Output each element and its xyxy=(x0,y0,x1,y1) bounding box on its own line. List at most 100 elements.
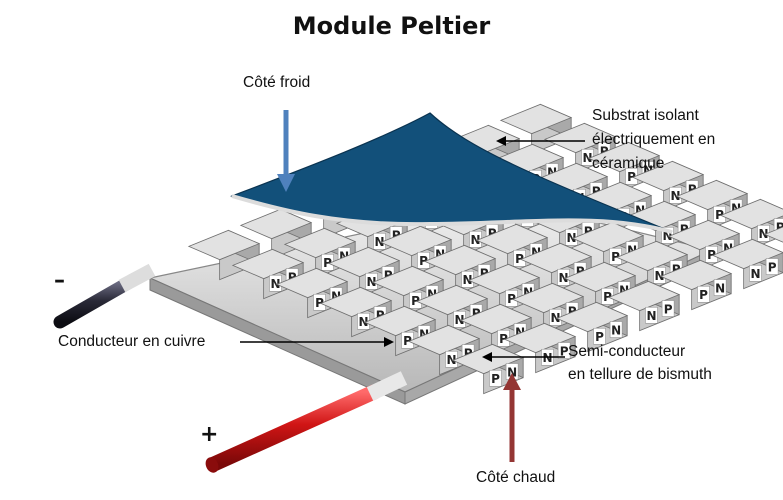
n-type-letter: N xyxy=(646,309,656,323)
pellet-top-face xyxy=(475,223,549,255)
n-type-letter: N xyxy=(715,282,725,296)
p-type-letter: P xyxy=(715,208,724,222)
pellet-top-face xyxy=(615,240,689,272)
n-type-letter: N xyxy=(635,204,645,218)
pellet-top-face xyxy=(631,160,705,192)
pellet-top-face xyxy=(499,103,573,135)
pellet-top-face xyxy=(283,227,357,259)
n-type-letter: N xyxy=(582,151,592,165)
pellet-top-face xyxy=(659,259,733,291)
n-type-letter: N xyxy=(339,250,349,264)
substrate-label-line-1: Substrat isolant xyxy=(592,107,699,124)
n-type-letter: N xyxy=(619,284,629,298)
substrate-label-line-2: électriquement en xyxy=(592,131,716,148)
p-type-letter: P xyxy=(491,372,500,386)
p-type-letter: P xyxy=(584,225,593,239)
n-type-letter: N xyxy=(270,277,280,291)
n-type-letter: N xyxy=(531,246,541,260)
n-type-letter: N xyxy=(723,242,733,256)
n-type-letter: N xyxy=(454,313,464,327)
n-type-letter: N xyxy=(547,166,557,180)
p-type-letter: P xyxy=(776,221,783,235)
p-type-letter: P xyxy=(376,309,385,323)
p-type-letter: P xyxy=(568,305,577,319)
pellet-top-face xyxy=(415,284,489,316)
n-type-letter: N xyxy=(435,248,445,262)
p-type-letter: P xyxy=(592,185,601,199)
n-type-letter: N xyxy=(550,311,560,325)
pellet-top-face xyxy=(371,265,445,297)
p-type-letter: P xyxy=(664,303,673,317)
thermoelectric-pellet: PN xyxy=(763,226,783,243)
p-type-letter: P xyxy=(707,248,716,262)
substrate-label-line-3: céramique xyxy=(592,155,665,172)
n-type-letter: N xyxy=(750,267,760,281)
pellet-top-face xyxy=(275,267,349,299)
n-type-letter: N xyxy=(654,269,664,283)
negative-terminal-sign: – xyxy=(54,268,65,293)
pellet-top-face xyxy=(423,244,497,276)
n-type-letter: N xyxy=(758,227,768,241)
p-type-letter: P xyxy=(600,145,609,159)
pellet-top-face xyxy=(719,198,783,230)
pellet-label-background xyxy=(489,369,502,387)
n-type-letter: N xyxy=(643,164,653,178)
n-type-letter: N xyxy=(731,202,741,216)
hot-side-arrowhead xyxy=(503,373,521,390)
pellet-top-face xyxy=(563,261,637,293)
p-type-letter: P xyxy=(315,296,324,310)
n-type-letter: N xyxy=(507,366,517,380)
p-type-letter: P xyxy=(488,227,497,241)
pellet-top-face xyxy=(675,179,749,211)
n-type-letter: N xyxy=(662,229,672,243)
n-type-letter: N xyxy=(358,315,368,329)
pellet-label-background xyxy=(713,279,727,296)
pellet-top-face xyxy=(467,263,541,295)
n-type-letter: N xyxy=(462,273,472,287)
n-type-letter: N xyxy=(515,326,525,340)
pellet-label-background xyxy=(609,321,623,338)
thermoelectric-pellet xyxy=(499,103,573,155)
p-type-letter: P xyxy=(627,170,636,184)
n-type-letter: N xyxy=(427,288,437,302)
p-type-letter: P xyxy=(323,256,332,270)
p-type-letter: P xyxy=(560,345,569,359)
p-type-letter: P xyxy=(499,332,508,346)
n-type-letter: N xyxy=(446,353,456,367)
pellet-top-face xyxy=(363,305,437,337)
pellet-label-background xyxy=(557,342,571,359)
pellet-top-face xyxy=(587,141,661,173)
pellet-top-face xyxy=(519,242,593,274)
pellet-label-background xyxy=(697,285,710,303)
cold-side-label: Côté froid xyxy=(243,74,311,91)
n-type-letter: N xyxy=(374,235,384,249)
p-type-letter: P xyxy=(576,265,585,279)
n-type-letter: N xyxy=(331,290,341,304)
p-type-letter: P xyxy=(595,330,604,344)
pellet-top-face xyxy=(543,122,617,154)
p-type-letter: P xyxy=(672,263,681,277)
cold-side-arrowhead xyxy=(277,174,295,192)
hot-side-label: Côté chaud xyxy=(476,469,556,486)
pellet-top-face xyxy=(459,303,533,335)
p-type-letter: P xyxy=(411,294,420,308)
n-type-letter: N xyxy=(670,189,680,203)
p-type-letter: P xyxy=(472,307,481,321)
positive-terminal-sign: + xyxy=(200,422,219,447)
pellet-top-face xyxy=(379,225,453,257)
p-type-letter: P xyxy=(384,269,393,283)
p-type-letter: P xyxy=(392,229,401,243)
